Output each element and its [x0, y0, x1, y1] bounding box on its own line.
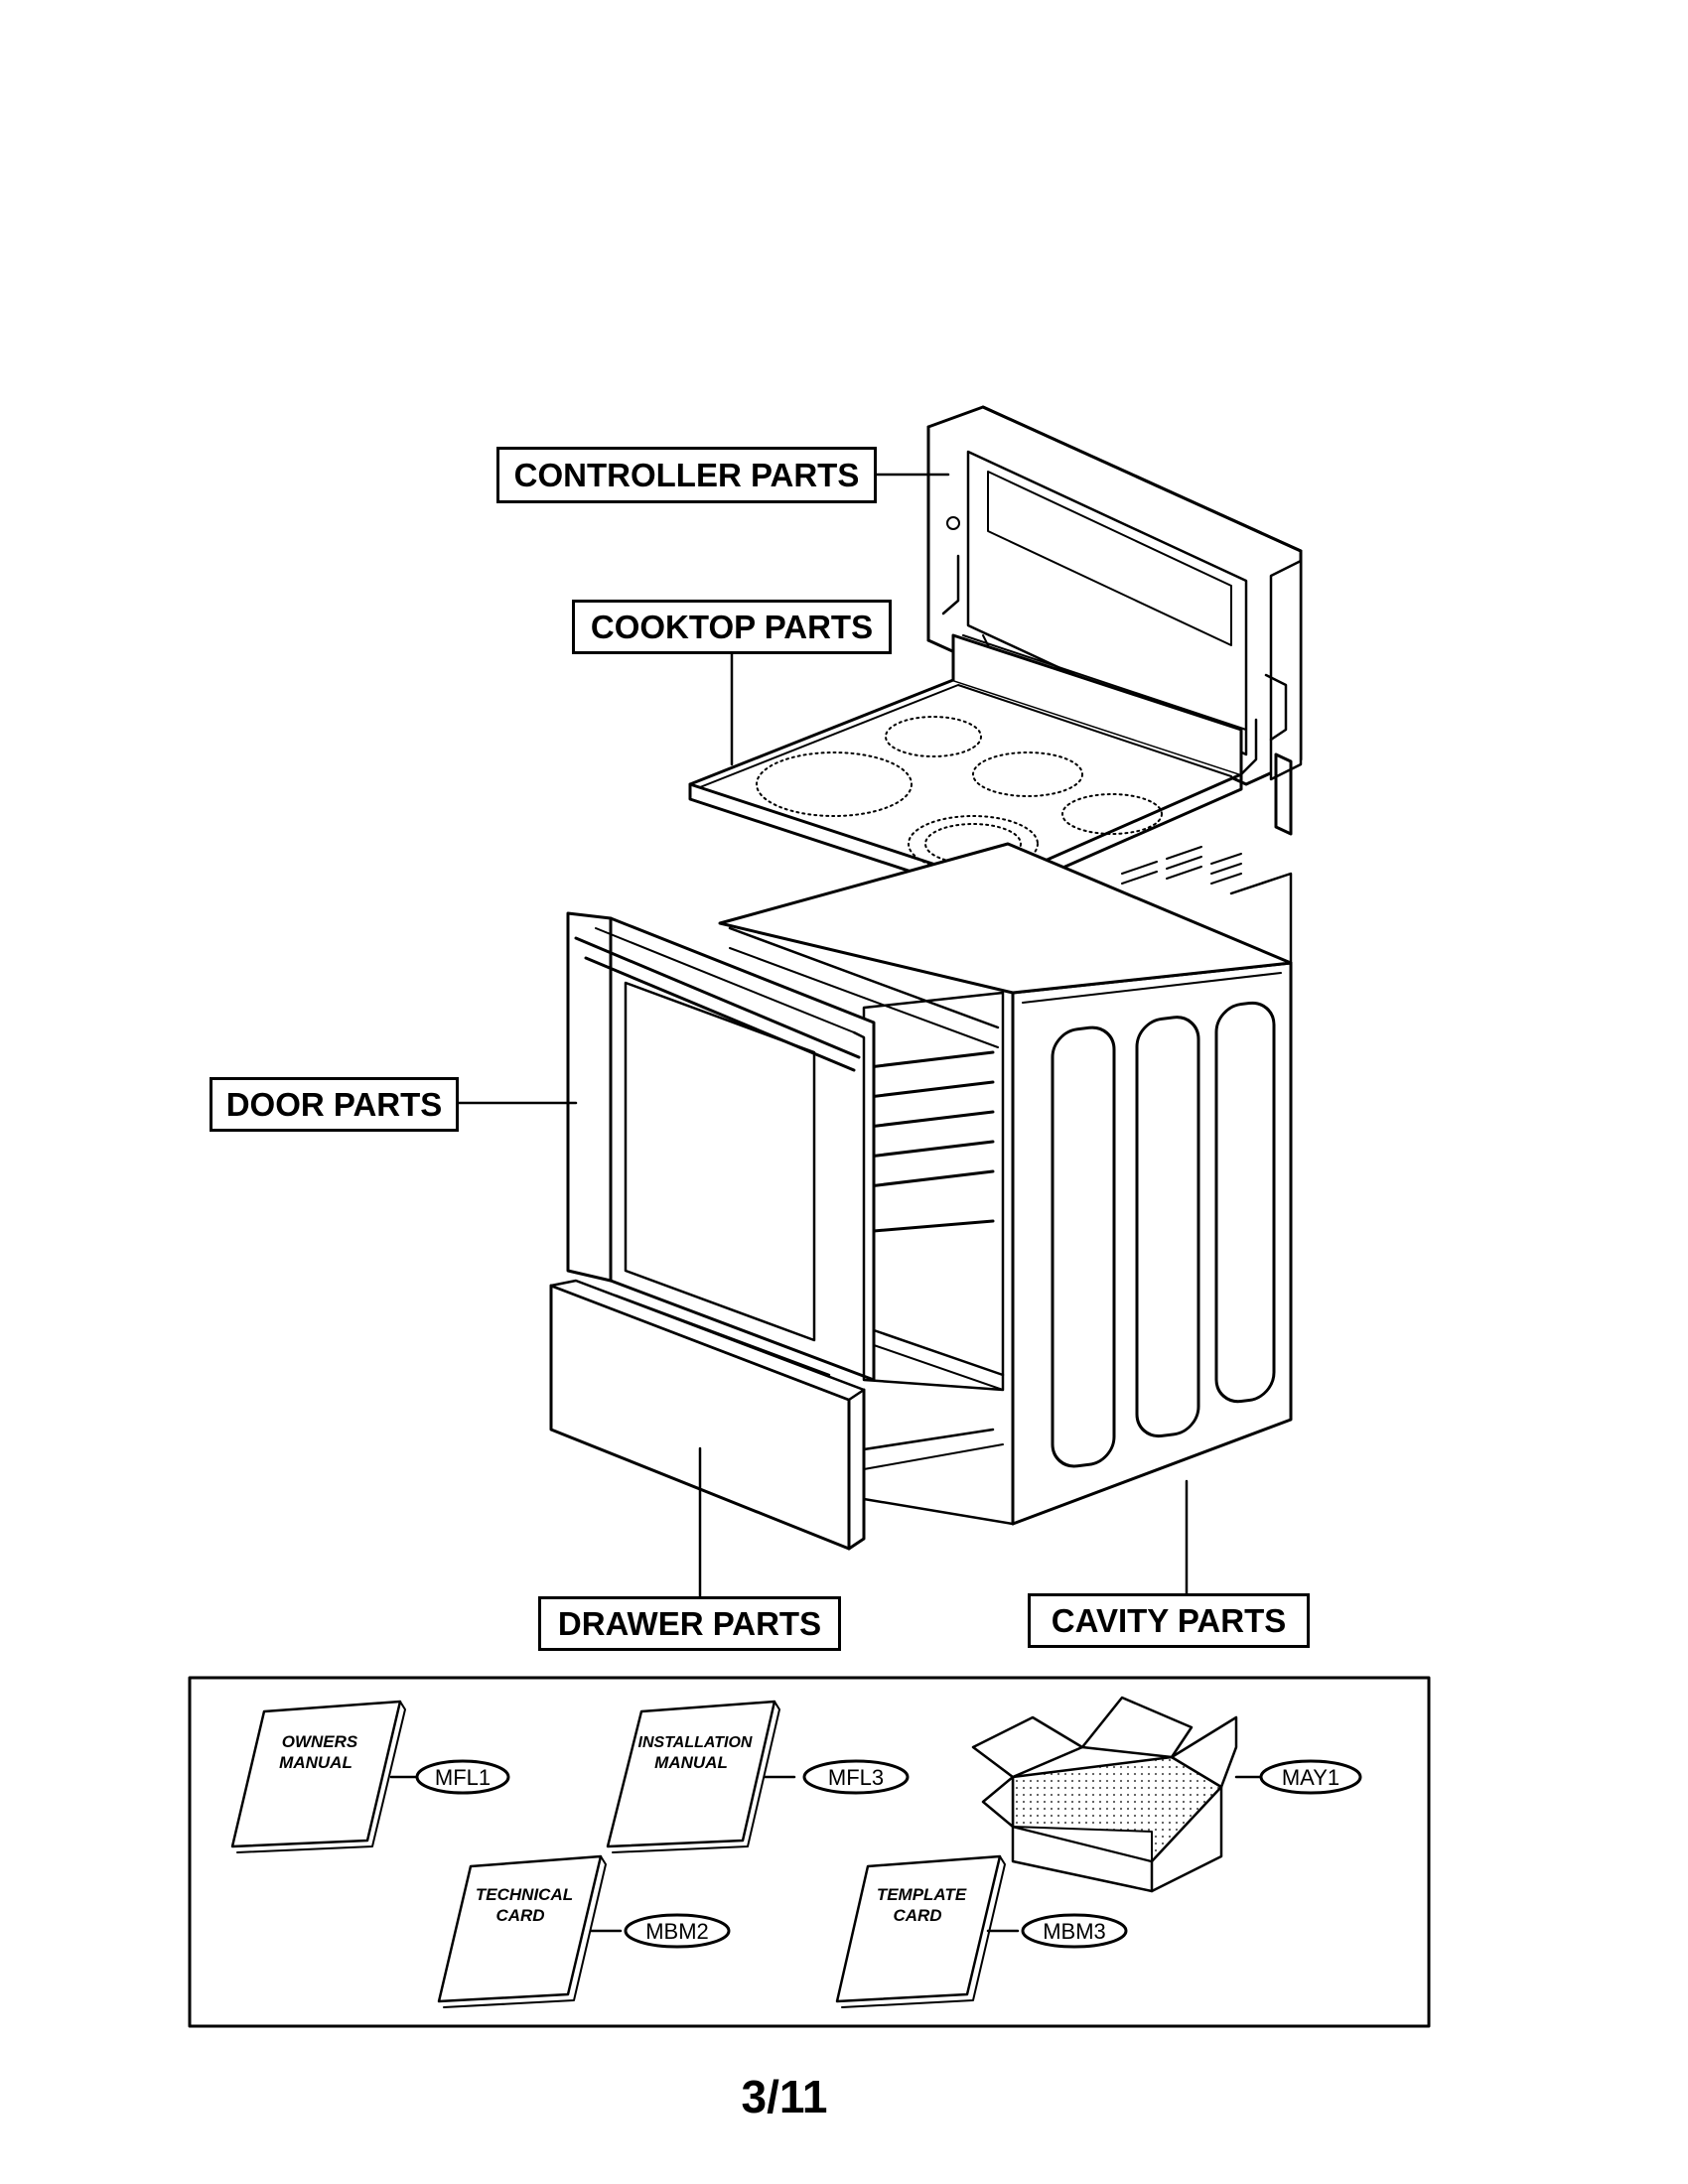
callout-cavity-parts[interactable]: CAVITY PARTS [1028, 1593, 1310, 1648]
owners-manual-label-line1: OWNERS [282, 1732, 358, 1751]
callout-cooktop-parts[interactable]: COOKTOP PARTS [572, 600, 892, 654]
callout-drawer-parts[interactable]: DRAWER PARTS [538, 1596, 841, 1651]
leader-lines [457, 473, 1189, 1598]
template-card-illustration [835, 1854, 1128, 2008]
cavity-illustration [718, 842, 1293, 1526]
installation-manual-label-line1: INSTALLATION [638, 1734, 753, 1751]
code-mbm2: MBM2 [645, 1919, 709, 1944]
cooktop-illustration [688, 633, 1258, 900]
installation-manual-illustration [606, 1700, 910, 1853]
code-mbm3: MBM3 [1043, 1919, 1106, 1944]
oven-door-illustration [566, 911, 876, 1382]
callout-door-parts[interactable]: DOOR PARTS [210, 1077, 459, 1132]
warming-drawer-illustration [549, 1279, 1015, 1551]
template-card-label-line1: TEMPLATE [877, 1885, 967, 1904]
template-card-label-line2: CARD [893, 1906, 941, 1925]
callout-controller-parts[interactable]: CONTROLLER PARTS [496, 447, 877, 503]
code-mfl3: MFL3 [828, 1765, 884, 1790]
owners-manual-illustration [230, 1700, 510, 1853]
packing-box-illustration [971, 1696, 1362, 1893]
page-number: 3/11 [741, 2071, 828, 2122]
code-may1: MAY1 [1282, 1765, 1339, 1790]
owners-manual-label-line2: MANUAL [279, 1753, 352, 1772]
technical-card-label-line1: TECHNICAL [476, 1885, 573, 1904]
code-mfl1: MFL1 [435, 1765, 491, 1790]
technical-card-illustration [437, 1854, 731, 2008]
installation-manual-label-line2: MANUAL [654, 1753, 728, 1772]
technical-card-label-line2: CARD [495, 1906, 544, 1925]
control-panel-illustration [926, 405, 1303, 836]
